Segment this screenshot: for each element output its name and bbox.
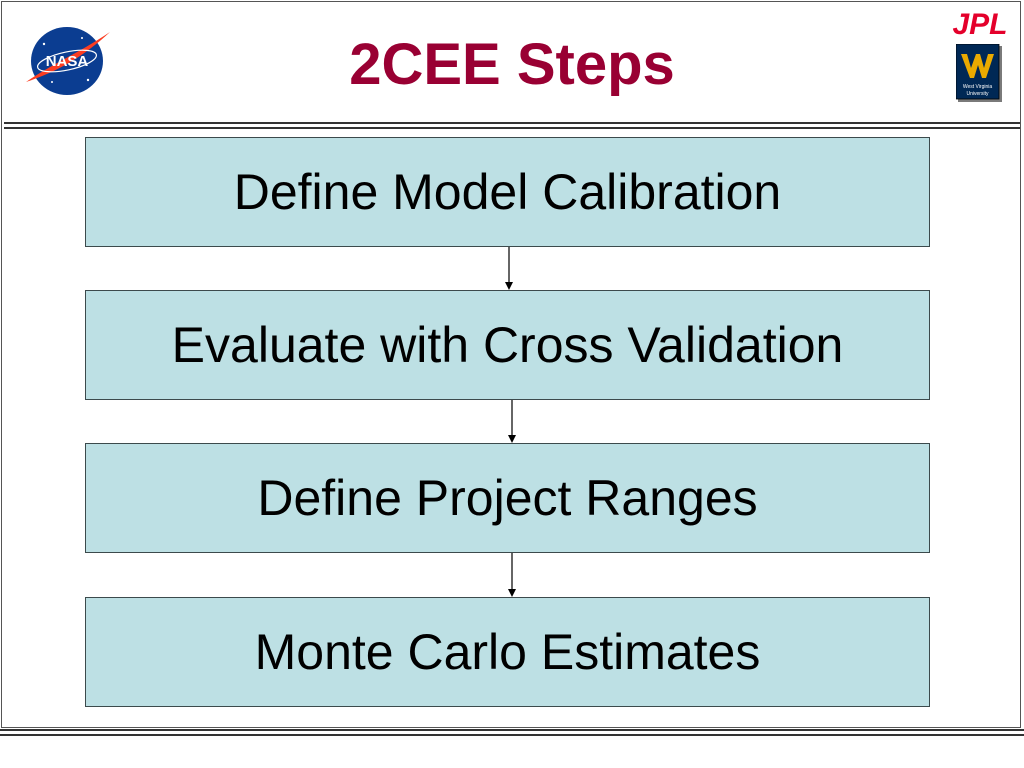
step-box-monte-carlo-estimates: Monte Carlo Estimates [85, 597, 930, 707]
jpl-logo-text: JPL [952, 8, 1007, 38]
arrow-down-icon [508, 553, 516, 597]
slide-frame [1, 1, 1021, 728]
wvu-logo-text-line1: West Virginia [963, 84, 992, 90]
page-title: 2CEE Steps [349, 32, 675, 97]
nasa-logo-text: NASA [46, 53, 89, 70]
step-box-define-project-ranges: Define Project Ranges [85, 443, 930, 553]
nasa-logo: NASA [26, 27, 110, 95]
header-rule-top [4, 122, 1020, 124]
arrow-down-icon [508, 400, 516, 443]
footer-rule-top [0, 729, 1024, 731]
step-box-define-model-calibration: Define Model Calibration [85, 137, 930, 247]
step-box-evaluate-cross-validation: Evaluate with Cross Validation [85, 290, 930, 400]
wvu-logo: West Virginia University [956, 44, 1002, 102]
wvu-logo-text-line2: University [967, 91, 989, 97]
jpl-logo: JPL [952, 8, 1007, 38]
arrow-down-icon [505, 247, 513, 290]
footer-rule-bottom [0, 734, 1024, 736]
header-rule-bottom [4, 127, 1020, 129]
